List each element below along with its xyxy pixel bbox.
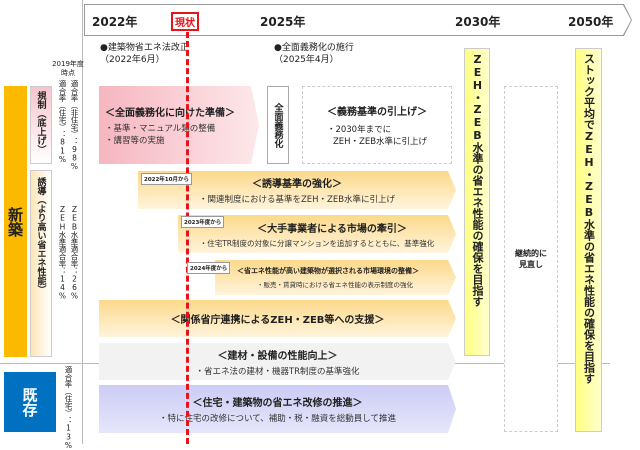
timeline-bar: [84, 4, 632, 36]
goal-review: 継続的に 見直し: [504, 86, 558, 432]
year-2025: 2025年: [260, 15, 306, 29]
event-full-mandate: ●全面義務化の施行（2025年4月）: [274, 43, 354, 65]
measure-market: ＜省エネ性能が高い建築物が選択される市場環境の整備＞ ・販売・賃貸時における省エ…: [215, 260, 456, 295]
category-new: 新築: [4, 86, 27, 357]
rate-zeh: ZEH水準適合率：14%: [58, 205, 67, 301]
tag-2024: 2024年度から: [187, 262, 231, 274]
measure-materials: ＜建材・設備の性能向上＞ ・省エネ法の建材・機器TR制度の基準強化: [99, 343, 456, 380]
year-2022: 2022年: [92, 15, 138, 29]
goal-2030: ZEH・ZEB水準の省エネ性能の確保を目指す: [464, 48, 490, 356]
rate-existing: 適合率（住宅）：13%: [64, 366, 73, 450]
rate-residential: 適合率（住宅）：81%: [58, 80, 67, 164]
measure-big-business: ＜大手事業者による市場の牽引＞ ・住宅TR制度の対象に分譲マンションを追加すると…: [178, 215, 456, 253]
current-marker: 現状: [171, 12, 199, 31]
year-2030: 2030年: [455, 15, 501, 29]
divider-vertical: [82, 0, 83, 444]
category-regulation: 規制（底上げ）: [30, 86, 52, 164]
rate-zeb: ZEB水準適合率：26%: [70, 205, 79, 301]
event-law-revision: ●建築物省エネ法改正（2022年6月）: [100, 43, 189, 65]
current-line: [186, 32, 189, 444]
measure-mandate: 全面義務化: [267, 86, 289, 164]
category-guidance: 誘導（より高い省エネ性能）: [30, 170, 52, 357]
measure-renovation: ＜住宅・建築物の省エネ改修の推進＞ ・特に住宅の改修について、補助・税・融資を総…: [99, 385, 456, 433]
year-2050: 2050年: [568, 15, 614, 29]
category-existing: 既存: [4, 372, 56, 432]
measure-raise: ＜義務基準の引上げ＞ ・2030年までに ZEH・ZEB水準に引上げ: [302, 86, 452, 164]
tag-2022-oct: 2022年10月から: [141, 173, 192, 185]
goal-2050: ストック平均でZEH・ZEB水準の省エネ性能の確保を目指す: [575, 48, 602, 432]
rates-as-of: 2019年度時点: [52, 60, 84, 77]
measure-support: ＜関係省庁連携によるZEH・ZEB等への支援＞: [99, 300, 456, 337]
measure-prep: ＜全面義務化に向けた準備＞ ・基準・マニュアル類の整備 ・講習等の実施: [99, 86, 259, 164]
tag-2023: 2023年度から: [181, 216, 225, 228]
rate-non-residential: 適合率（非住宅）：98%: [70, 80, 79, 171]
